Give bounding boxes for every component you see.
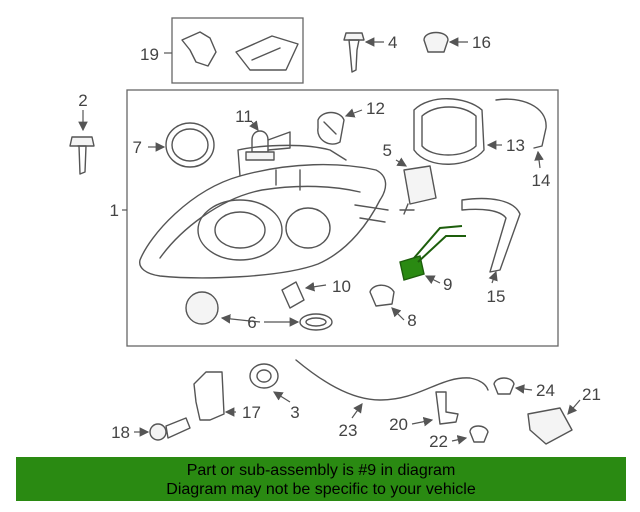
part-11-bulb xyxy=(245,130,291,161)
label-13: 13 xyxy=(506,136,525,155)
part-6-cap-and-ring xyxy=(185,291,333,331)
label-17: 17 xyxy=(242,403,261,422)
part-3-grommet xyxy=(249,363,279,389)
part-20-clip xyxy=(435,391,459,425)
banner-part-line: Part or sub-assembly is #9 in diagram xyxy=(186,462,456,479)
part-21-connector xyxy=(527,407,573,445)
part-info-banner: Part or sub-assembly is #9 in diagram Di… xyxy=(16,457,626,501)
label-18: 18 xyxy=(111,423,130,442)
label-16: 16 xyxy=(472,33,491,52)
label-12: 12 xyxy=(366,99,385,118)
label-7: 7 xyxy=(133,138,142,157)
part-19-bracket-left xyxy=(181,31,217,67)
part-9-socket-highlighted xyxy=(399,225,466,281)
label-9: 9 xyxy=(443,275,452,294)
label-15: 15 xyxy=(487,287,506,306)
headlamp-housing xyxy=(139,144,389,279)
part-13-cover xyxy=(413,98,485,165)
part-23-hose xyxy=(295,359,489,401)
part-4-bolt xyxy=(343,32,365,73)
part-8-bulb xyxy=(369,284,395,307)
label-11: 11 xyxy=(235,107,253,126)
part-17-bracket xyxy=(193,371,225,421)
part-22-clip xyxy=(469,425,489,443)
part-24-clip xyxy=(493,377,515,395)
callout-labels: 1 2 3 4 5 6 7 8 9 10 11 12 13 14 15 16 1… xyxy=(78,33,601,451)
label-4: 4 xyxy=(388,33,397,52)
label-10: 10 xyxy=(332,277,351,296)
label-2: 2 xyxy=(78,91,87,110)
label-8: 8 xyxy=(407,311,416,330)
label-19: 19 xyxy=(140,45,159,64)
part-15-gasket xyxy=(461,197,521,273)
label-5: 5 xyxy=(383,141,392,160)
part-5-ballast xyxy=(399,165,437,215)
label-21: 21 xyxy=(582,385,601,404)
label-1: 1 xyxy=(110,201,119,220)
part-10-bulb xyxy=(281,281,305,309)
part-2-bolt xyxy=(69,136,95,175)
part-16-grommet xyxy=(423,31,449,53)
part-19-frame xyxy=(171,17,304,84)
label-20: 20 xyxy=(389,415,408,434)
leader-lines xyxy=(78,37,581,445)
label-24: 24 xyxy=(536,381,555,400)
part-7-ring xyxy=(165,122,215,168)
label-23: 23 xyxy=(339,421,358,440)
banner-disclaimer-line: Diagram may not be specific to your vehi… xyxy=(166,481,476,498)
exploded-parts-diagram: 1 2 3 4 5 6 7 8 9 10 11 12 13 14 15 16 1… xyxy=(69,17,601,451)
label-22: 22 xyxy=(429,432,448,451)
label-3: 3 xyxy=(290,403,299,422)
assembly-frame xyxy=(126,89,559,347)
part-18-bolt xyxy=(149,417,191,441)
part-12-clip xyxy=(317,111,345,145)
label-14: 14 xyxy=(532,171,551,190)
part-14-wire xyxy=(495,98,547,149)
label-6: 6 xyxy=(247,313,256,332)
part-19-bracket-right xyxy=(235,35,299,71)
